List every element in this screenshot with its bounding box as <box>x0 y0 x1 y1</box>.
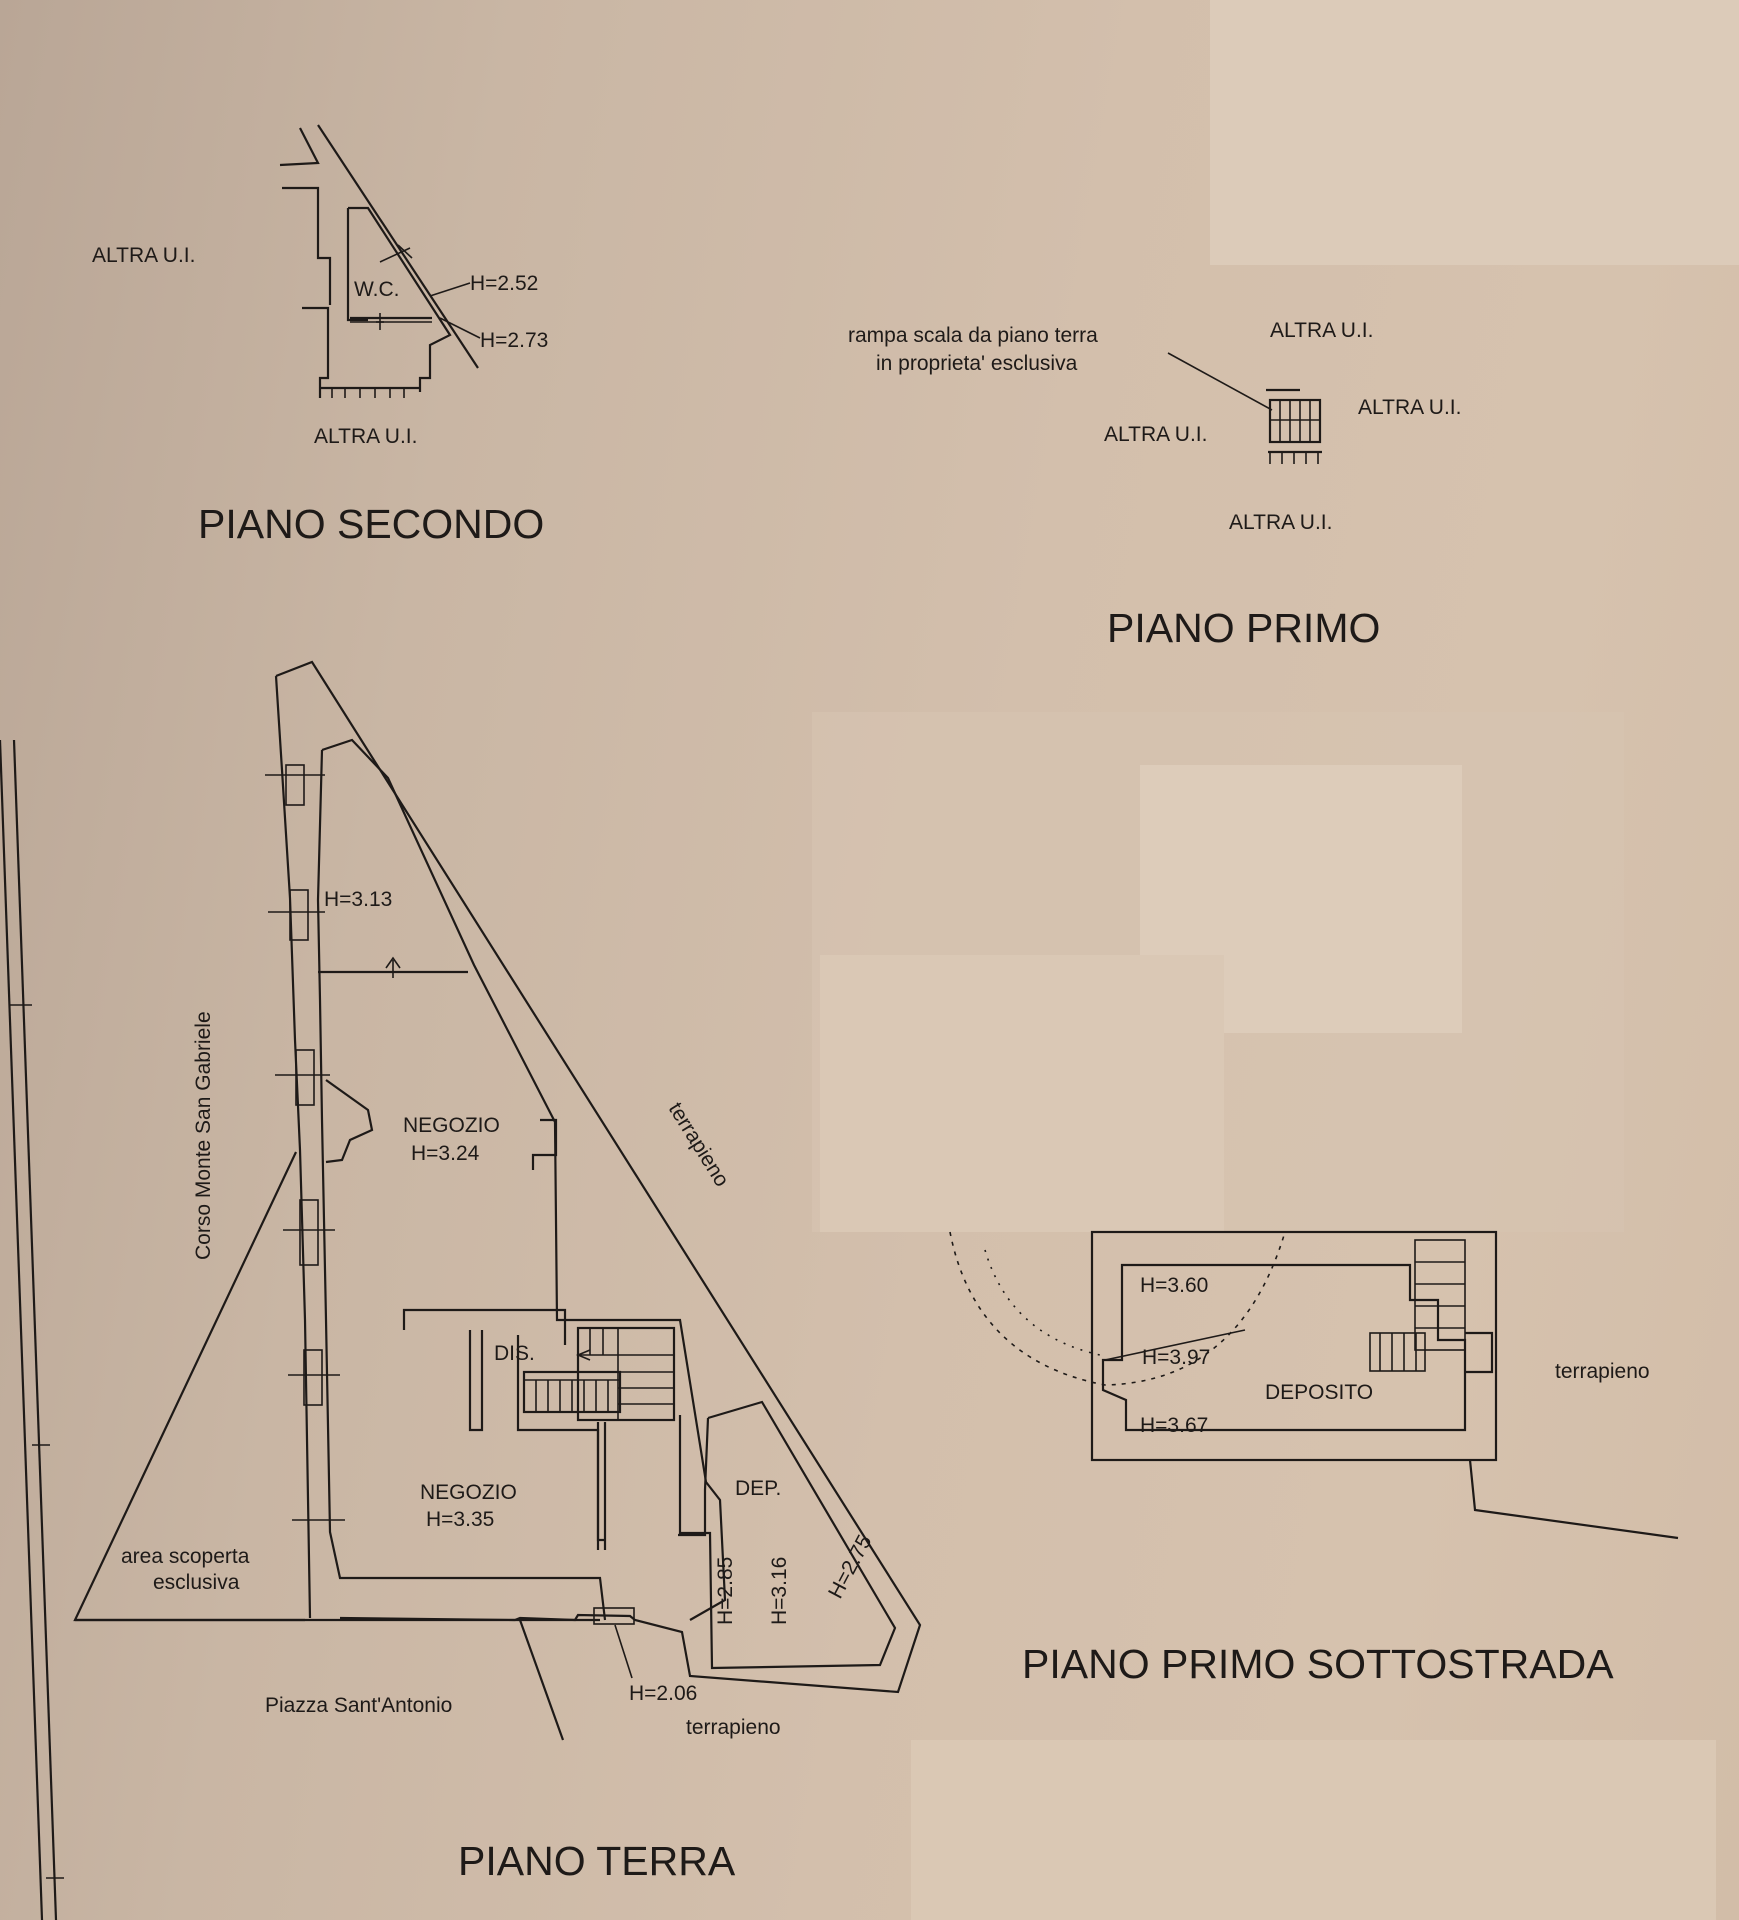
piano-primo-title: PIANO PRIMO <box>1107 605 1380 651</box>
area-scoperta-line2: esclusiva <box>153 1571 240 1594</box>
height-label-3-13: H=3.13 <box>324 888 392 911</box>
street-label-corso-monte-san-gabriele: Corso Monte San Gabriele <box>192 1011 215 1260</box>
piano-primo-altra-ui-bottom: ALTRA U.I. <box>1229 511 1332 534</box>
redaction-patches <box>812 0 1739 1920</box>
height-label-2-73: H=2.73 <box>480 329 548 352</box>
height-label-2-85: H=2.85 <box>714 1557 737 1625</box>
piano-secondo-altra-ui-bottom: ALTRA U.I. <box>314 425 417 448</box>
piano-terra-plan <box>73 660 922 1741</box>
piazza-label: Piazza Sant'Antonio <box>265 1694 452 1717</box>
height-label-3-67: H=3.67 <box>1140 1414 1208 1437</box>
piano-primo-stair <box>1167 352 1322 464</box>
sheet-border <box>0 739 64 1920</box>
terrapieno-right-label: terrapieno <box>1555 1360 1650 1383</box>
negozio-1-height: H=3.24 <box>411 1142 480 1165</box>
height-label-3-16: H=3.16 <box>768 1557 791 1625</box>
negozio-2-height: H=3.35 <box>426 1508 494 1531</box>
piano-primo-altra-ui-top: ALTRA U.I. <box>1270 319 1373 342</box>
rampa-note-line2: in proprieta' esclusiva <box>876 352 1078 375</box>
piano-secondo-title: PIANO SECONDO <box>198 501 544 547</box>
dep-label: DEP. <box>735 1477 781 1500</box>
piano-secondo-altra-ui-left: ALTRA U.I. <box>92 244 195 267</box>
rampa-note-line1: rampa scala da piano terra <box>848 324 1098 347</box>
piano-secondo-plan <box>279 124 481 398</box>
piano-primo-sottostrada-title: PIANO PRIMO SOTTOSTRADA <box>1022 1641 1614 1687</box>
height-label-3-60: H=3.60 <box>1140 1274 1208 1297</box>
deposito-label: DEPOSITO <box>1265 1381 1373 1404</box>
piano-terra-title: PIANO TERRA <box>458 1838 736 1884</box>
piano-primo-altra-ui-right: ALTRA U.I. <box>1358 396 1461 419</box>
piano-primo-altra-ui-left: ALTRA U.I. <box>1104 423 1207 446</box>
height-label-3-97: H=3.97 <box>1142 1346 1210 1369</box>
terrapieno-diagonal-label: terrapieno <box>664 1098 734 1190</box>
terrapieno-bottom-label: terrapieno <box>686 1716 781 1739</box>
height-label-2-75: H=2.75 <box>824 1531 876 1602</box>
height-label-2-06: H=2.06 <box>629 1682 697 1705</box>
wc-label: W.C. <box>354 278 400 301</box>
height-label-2-52: H=2.52 <box>470 272 538 295</box>
area-scoperta-line1: area scoperta <box>121 1545 250 1568</box>
piano-primo-sottostrada-plan <box>949 1230 1679 1540</box>
negozio-2-label: NEGOZIO <box>420 1481 517 1504</box>
negozio-1-label: NEGOZIO <box>403 1114 500 1137</box>
dis-label: DIS. <box>494 1342 535 1365</box>
